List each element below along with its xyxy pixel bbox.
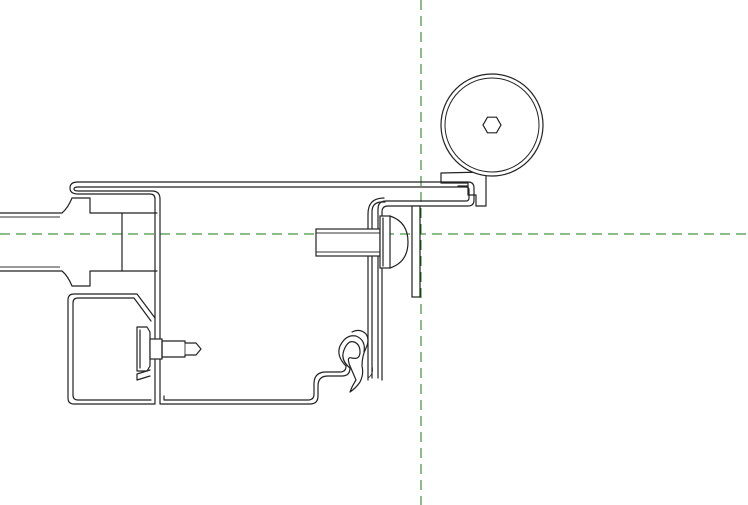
wheel-hex-hub [482, 116, 502, 134]
wheel [440, 73, 544, 177]
bolt-left [136, 326, 202, 372]
spring-clip [338, 329, 373, 393]
left-box-profile [67, 293, 156, 405]
incoming-rail [0, 197, 158, 287]
main-channel-profile [159, 197, 386, 405]
bracket-plate [411, 171, 487, 298]
bolt-right [315, 215, 409, 269]
